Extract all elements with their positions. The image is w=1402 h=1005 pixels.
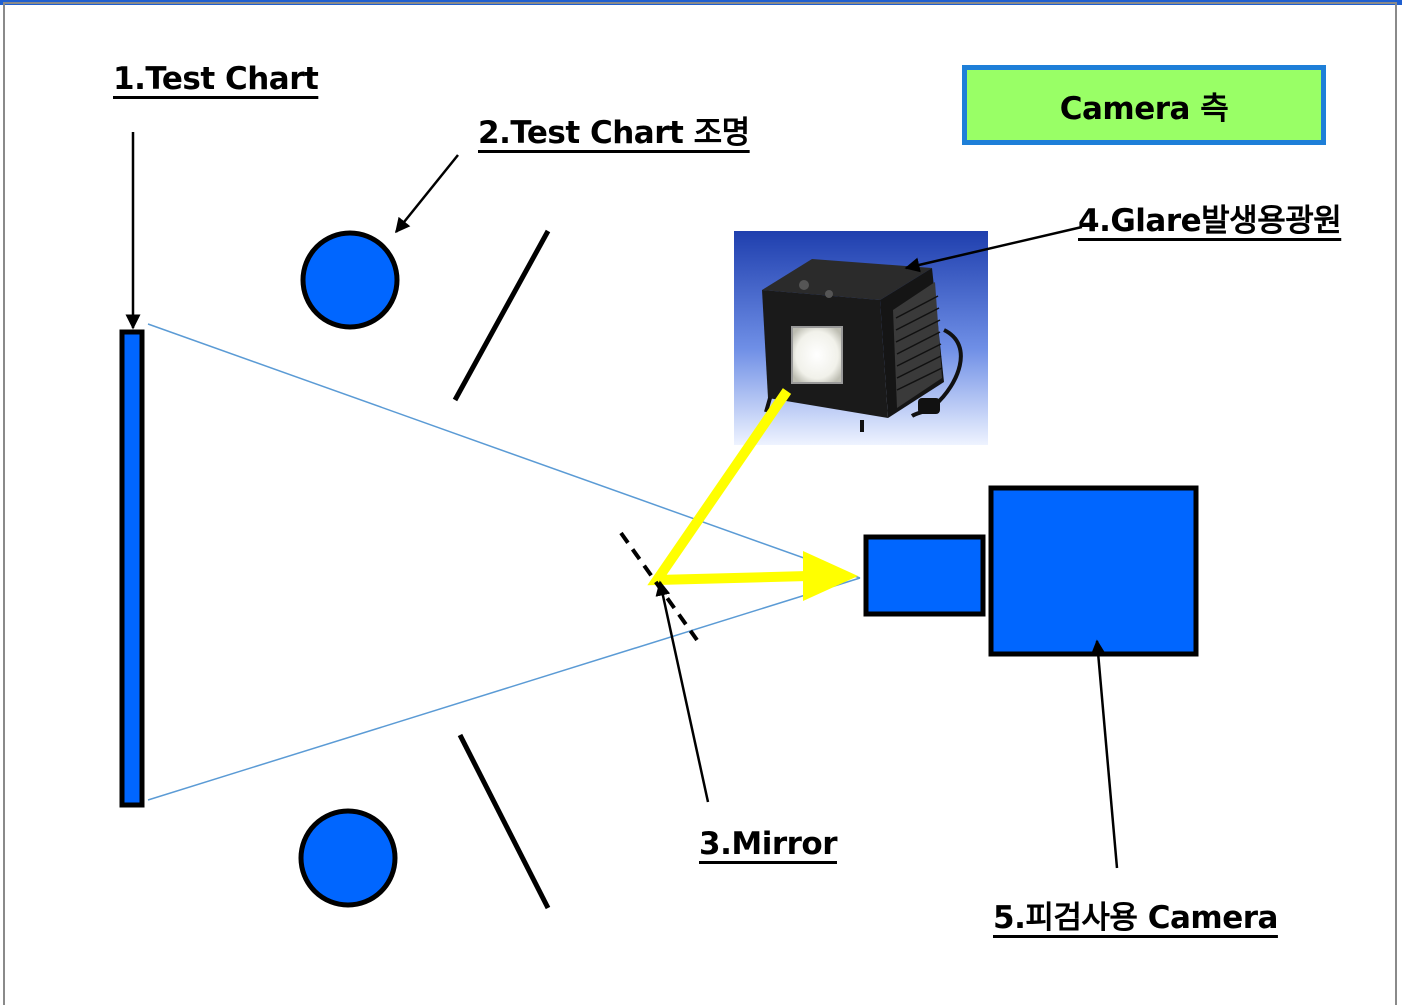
label-test-chart: 1.Test Chart	[113, 61, 319, 97]
leader-chart-light	[395, 154, 459, 234]
mirror	[619, 531, 699, 642]
chart-light-upper	[300, 230, 400, 330]
glare-light-arrowhead	[803, 551, 858, 601]
glare-source-photo	[734, 231, 988, 445]
frame-border	[3, 2, 1397, 1005]
label-chart-light: 2.Test Chart 조명	[478, 115, 750, 151]
glare-light-path	[647, 388, 809, 586]
leader-glare-source	[904, 225, 1083, 273]
test-chart-panel	[119, 329, 145, 808]
label-glare-source: 4.Glare발생용광원	[1078, 203, 1342, 239]
baffle-upper	[452, 229, 551, 402]
camera-lens	[863, 534, 986, 617]
baffle-lower	[457, 733, 551, 910]
label-mirror: 3.Mirror	[699, 826, 837, 862]
camera-side-box: Camera 측	[962, 65, 1326, 145]
camera-body	[988, 485, 1199, 657]
label-camera-under-test: 5.피검사용 Camera	[993, 900, 1278, 936]
view-line-lower	[147, 577, 861, 801]
camera-side-label: Camera 측	[1059, 90, 1229, 127]
leader-camera	[1090, 639, 1119, 869]
leader-mirror	[655, 580, 710, 803]
view-line-upper	[147, 323, 861, 579]
chart-light-lower	[298, 808, 398, 908]
